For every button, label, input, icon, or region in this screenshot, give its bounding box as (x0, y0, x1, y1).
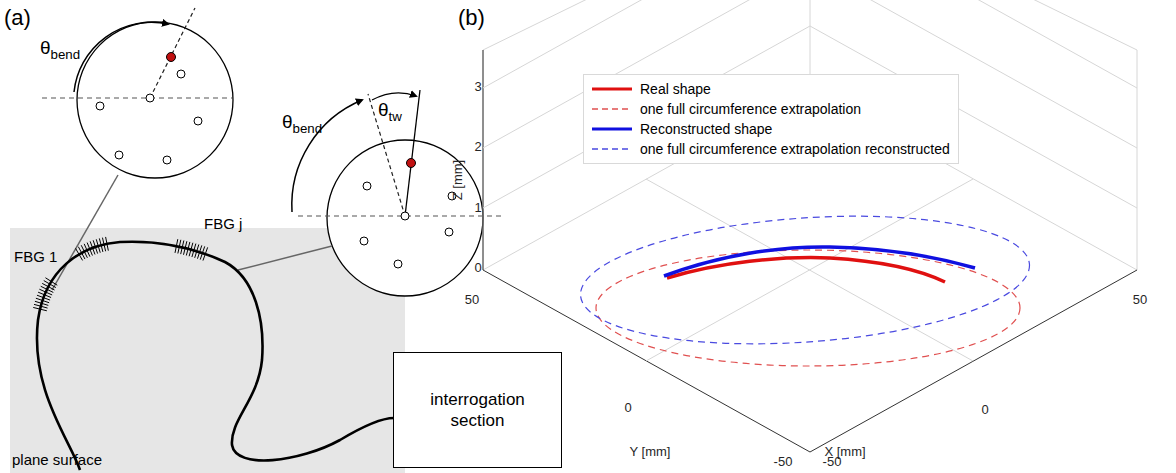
fiber-cross-section (42, 8, 233, 178)
legend-text: Reconstructed shape (640, 121, 772, 137)
panel-letter: (b) (458, 6, 485, 30)
panel-letter: (a) (4, 6, 31, 30)
legend-text: one full circumference extrapolation (640, 101, 861, 117)
fiber-cross-section (292, 90, 505, 296)
legend-sample (592, 144, 632, 154)
angle-label: θbend (282, 112, 322, 136)
tick-label: 0 (624, 401, 631, 415)
axis-title: Y [mm] (630, 445, 671, 459)
angle-label: θtw (378, 100, 402, 124)
tick-label: 1 (474, 201, 481, 215)
process-box: interrogation section (393, 352, 562, 468)
axis-title: Z [mm] (451, 160, 465, 200)
grating-label: FBG j (204, 216, 242, 233)
tick-label: 0 (474, 261, 481, 275)
legend-sample (592, 104, 632, 114)
tick-label: 50 (465, 293, 479, 307)
legend-box: Real shape one full circumference extrapo… (583, 74, 959, 164)
fbg-gratings (33, 237, 207, 311)
legend-text: one full circumference extrapolation rec… (640, 141, 950, 157)
surface-label: plane surface (12, 452, 102, 469)
tick-label: 2 (474, 140, 481, 154)
tick-label: 50 (1133, 293, 1147, 307)
legend-sample (592, 124, 632, 134)
leader-line (52, 175, 118, 290)
optical-fiber (37, 242, 394, 470)
axis-title: X [mm] (824, 445, 865, 459)
legend-sample (592, 84, 632, 94)
box-text: interrogation section (410, 389, 546, 432)
axes-box (483, 0, 1137, 452)
tick-label: 3 (474, 80, 481, 94)
tick-label: -50 (774, 455, 793, 469)
red-extrapolation (596, 250, 1020, 366)
legend-text: Real shape (640, 81, 711, 97)
reconstructed-shape (664, 247, 975, 276)
grating-label: FBG 1 (14, 249, 57, 266)
blue-extrapolation (576, 202, 1034, 357)
leader-line (238, 246, 332, 270)
tick-label: 0 (981, 403, 988, 417)
angle-label: θbend (40, 38, 80, 62)
